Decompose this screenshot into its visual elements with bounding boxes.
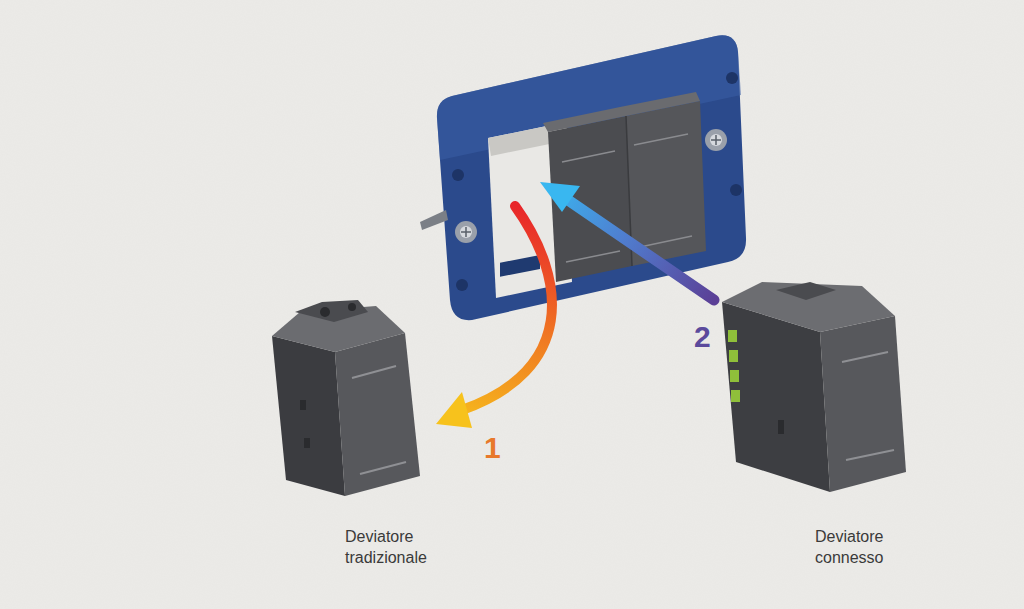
part-label: Deviatore tradizionale xyxy=(345,527,460,569)
part-label: Deviatore connesso xyxy=(815,527,925,569)
removal-arrow xyxy=(436,206,552,428)
insertion-arrow xyxy=(540,182,714,300)
support-frame xyxy=(420,35,746,320)
connected-switch xyxy=(722,282,906,492)
traditional-switch xyxy=(272,300,420,496)
callout-number: 1 xyxy=(484,433,501,463)
callout-number: 2 xyxy=(694,322,711,352)
